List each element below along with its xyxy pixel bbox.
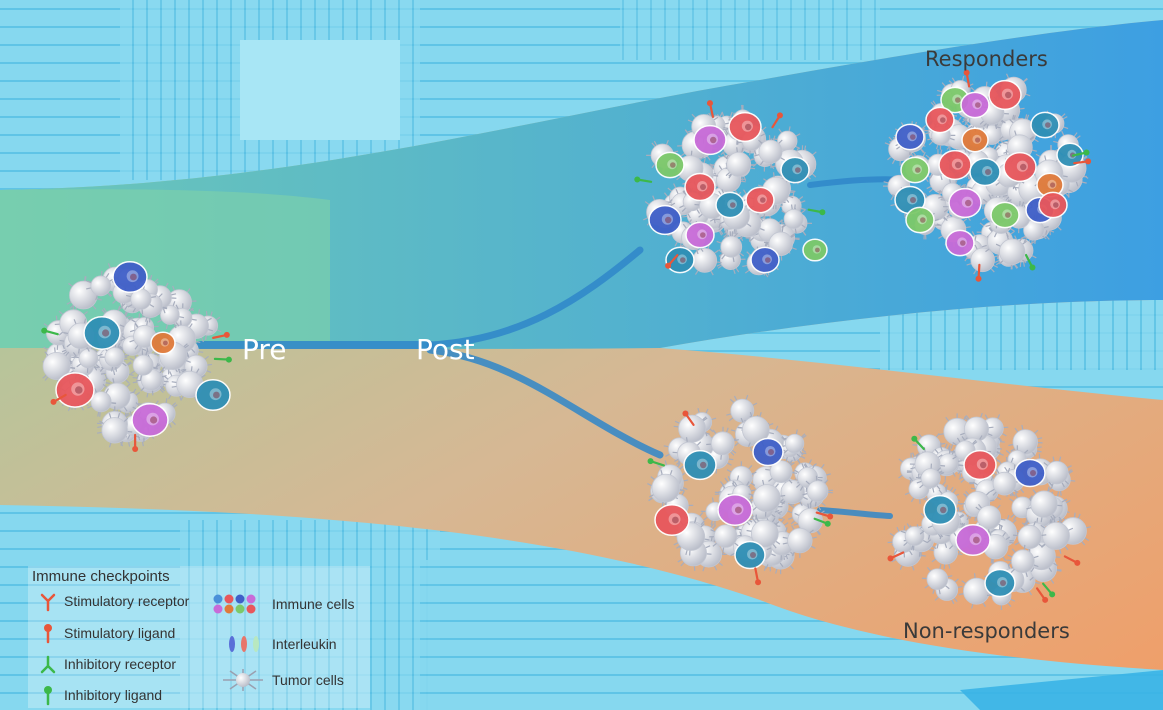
- legend-panel: Immune checkpoints Stimulatory receptor …: [28, 566, 370, 708]
- legend-item-immune-cells: Immune cells: [210, 593, 354, 615]
- label-non-responders: Non-responders: [903, 619, 1070, 643]
- cluster-post-nonresponders: [647, 394, 834, 586]
- legend-label-tumor-cells: Tumor cells: [272, 672, 344, 688]
- legend-item-inhibitory-receptor: Inhibitory receptor: [36, 653, 176, 675]
- legend-label-inhibitory-receptor: Inhibitory receptor: [64, 656, 177, 672]
- cluster-responders: [882, 69, 1092, 282]
- flow-tubes: [196, 176, 908, 519]
- interleukin-icon: [229, 636, 259, 652]
- legend-item-interleukin: Interleukin: [224, 633, 337, 655]
- stimulatory-receptor-icon: [40, 593, 56, 612]
- cluster-post-responders: [634, 100, 828, 278]
- legend-label-inhibitory-ligand: Inhibitory ligand: [64, 687, 163, 703]
- legend-label-stimulatory-ligand: Stimulatory ligand: [64, 625, 176, 641]
- label-post: Post: [416, 333, 475, 366]
- cluster-non-responders: [887, 412, 1092, 611]
- legend-label-immune-cells: Immune cells: [272, 596, 355, 612]
- legend-label-interleukin: Interleukin: [272, 636, 337, 652]
- inhibitory-ligand-icon: [44, 686, 52, 706]
- label-responders: Responders: [925, 47, 1048, 71]
- legend-item-stimulatory-ligand: Stimulatory ligand: [36, 622, 175, 644]
- inhibitory-receptor-icon: [40, 655, 56, 674]
- legend-label-stimulatory-receptor: Stimulatory receptor: [64, 593, 190, 609]
- stimulatory-ligand-icon: [44, 624, 52, 644]
- legend-title: Immune checkpoints: [32, 568, 170, 585]
- tumor-cell-icon: [223, 669, 263, 691]
- legend-item-stimulatory-receptor: Stimulatory receptor: [36, 590, 189, 612]
- legend-item-tumor-cells: Tumor cells: [218, 669, 344, 691]
- label-pre: Pre: [242, 333, 287, 366]
- legend-item-inhibitory-ligand: Inhibitory ligand: [36, 684, 162, 706]
- immune-cells-icon: [213, 594, 256, 614]
- cluster-pre: [41, 260, 232, 452]
